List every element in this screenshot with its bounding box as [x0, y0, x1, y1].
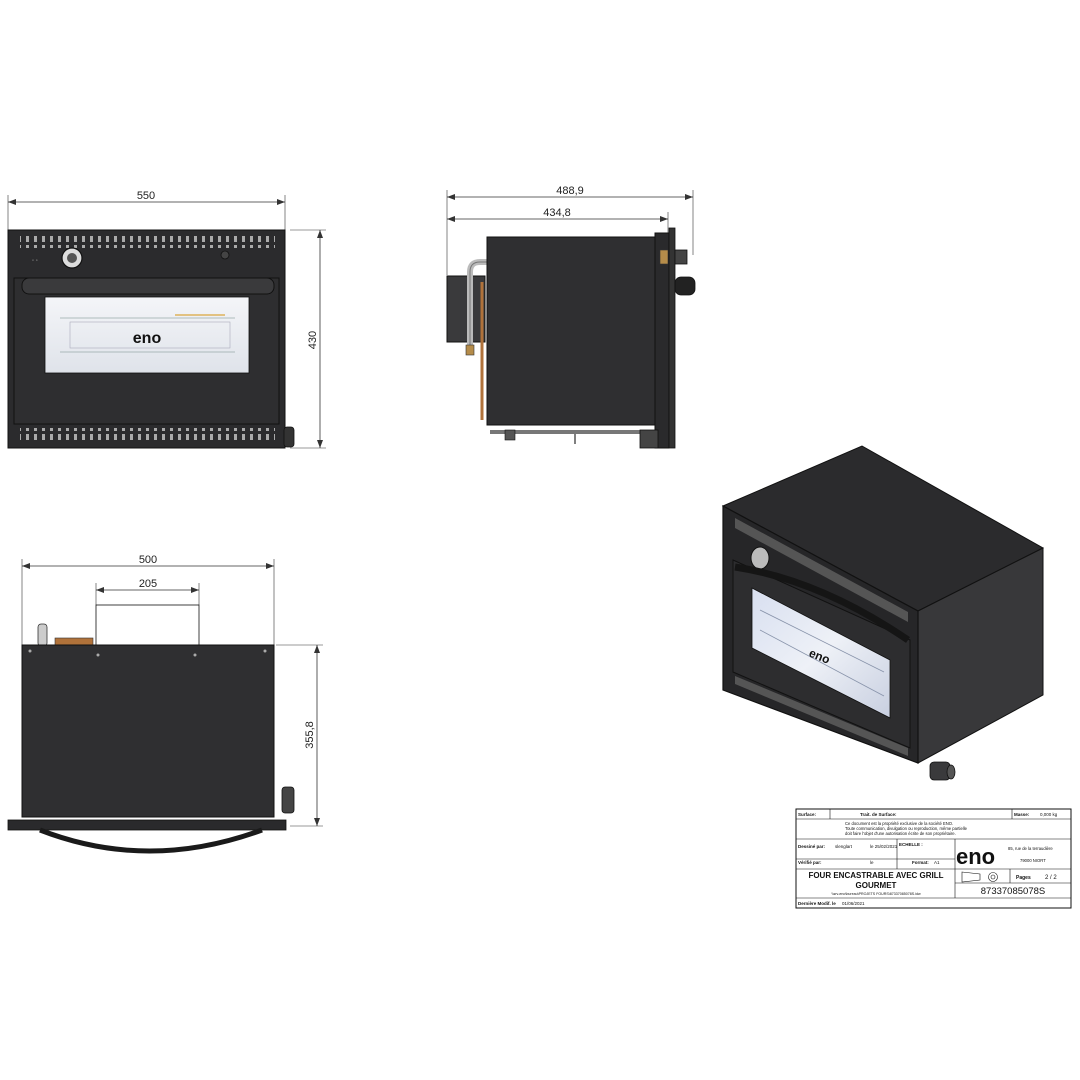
side-view: 488,9 434,8	[446, 185, 696, 449]
front-handle	[21, 277, 275, 295]
tb-drawn-by-value: slenglart	[835, 844, 853, 849]
tb-property-line3: doit faire l'objet d'une autorisation éc…	[845, 831, 956, 836]
top-handle	[39, 827, 263, 854]
top-width-dimension: 500	[21, 554, 275, 645]
indicator-light-icon	[220, 250, 230, 260]
tb-logo: eno	[956, 844, 995, 869]
tb-last-modified-value: 01/06/2021	[842, 901, 865, 906]
tb-drawn-by-label: Dessiné par:	[798, 844, 826, 849]
top-width-label: 500	[139, 554, 157, 566]
top-box-width-dimension: 205	[95, 578, 200, 605]
iso-handle	[734, 563, 910, 643]
side-total-depth-label: 488,9	[556, 185, 584, 197]
isometric-view: eno	[721, 445, 1045, 781]
side-handle	[674, 276, 696, 296]
tb-title-line1: FOUR ENCASTRABLE AVEC GRILL	[808, 871, 943, 880]
side-body-depth-dimension: 434,8	[447, 207, 669, 233]
front-bottom-vents	[20, 428, 275, 442]
tb-checked-by-label: Vérifié par:	[798, 860, 822, 865]
tb-last-modified-label: Dernière Modif. le	[798, 901, 836, 906]
tb-address-line1: 85, rue de la terraudière	[1008, 846, 1053, 851]
tb-pages-value: 2 / 2	[1045, 875, 1057, 881]
projection-symbol-icon	[961, 871, 998, 883]
svg-text:◦ ◦: ◦ ◦	[32, 258, 38, 264]
tb-mass-value: 0,000 kg	[1040, 812, 1058, 817]
side-total-depth-dimension: 488,9	[446, 185, 694, 275]
front-height-label: 430	[307, 331, 319, 349]
iso-knob-icon	[750, 546, 770, 570]
tb-treatment-label: Trait. de Surface:	[860, 812, 897, 817]
front-width-dimension: 550	[7, 190, 286, 230]
tb-file-path: \\srv-eno\bureau\PROJETS FOURS\873370850…	[831, 892, 920, 896]
tb-property-line1: Ce document est la propriété exclusive d…	[845, 821, 953, 826]
tb-checked-date-label: le	[870, 860, 874, 865]
tb-scale-label: ECHELLE :	[899, 842, 923, 847]
tb-address-line2: 79000 NIORT	[1020, 858, 1046, 863]
tb-part-number: 87337085078S	[981, 886, 1045, 897]
top-box-width-label: 205	[139, 578, 157, 590]
front-height-dimension: 430	[290, 229, 326, 449]
tb-pages-label: Pages	[1016, 875, 1031, 881]
tb-title-line2: GOURMET	[856, 881, 897, 890]
side-body-depth-label: 434,8	[543, 207, 571, 219]
control-knob-icon	[61, 247, 83, 269]
tb-surface-label: Surface:	[798, 812, 817, 817]
title-block: Surface: Trait. de Surface: Masse: 0,000…	[795, 808, 1072, 909]
front-width-label: 550	[137, 190, 155, 202]
front-view: 550 430 ◦ ◦ eno	[7, 190, 326, 449]
top-view: 500 205 355,8	[7, 554, 323, 854]
iso-window	[751, 587, 891, 719]
top-depth-dimension: 355,8	[276, 644, 323, 827]
tb-mass-label: Masse:	[1014, 812, 1030, 817]
front-logo: eno	[133, 330, 162, 347]
tb-property-line2: Toute communication, divulgation ou repr…	[845, 826, 968, 831]
front-window	[44, 296, 250, 374]
top-depth-label: 355,8	[304, 721, 316, 749]
tb-drawn-date: le 25/02/2021	[870, 844, 898, 849]
tb-format-value: A1	[934, 860, 940, 865]
front-top-vents	[20, 234, 275, 248]
tb-format-label: Format:	[912, 860, 929, 865]
